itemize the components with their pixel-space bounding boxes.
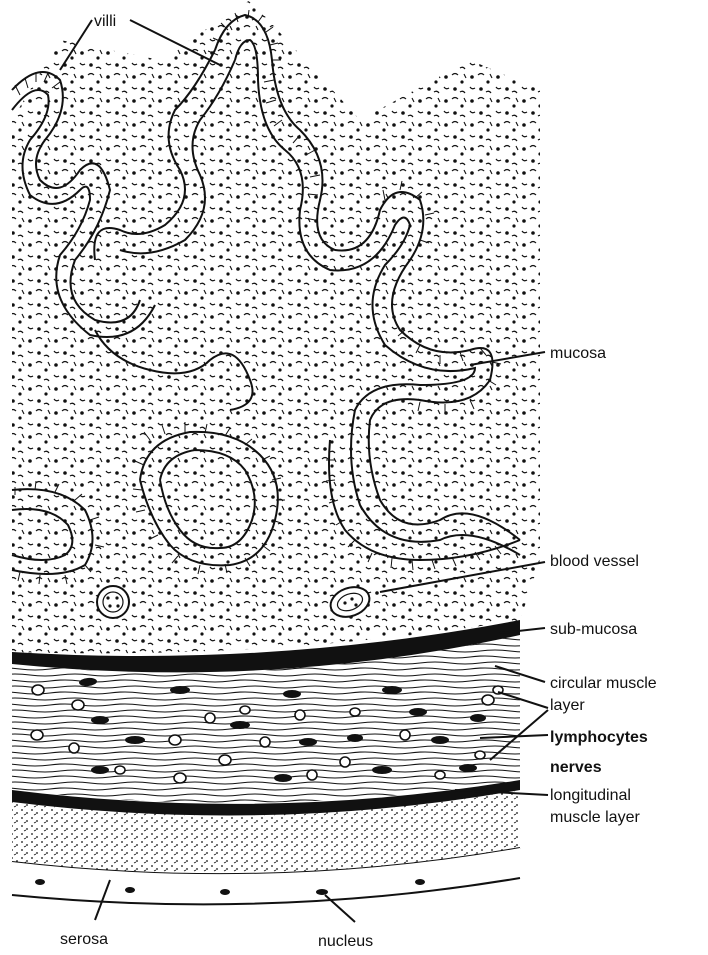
label-longitudinal-2: muscle layer — [550, 809, 640, 826]
mucosa-tissue — [12, 0, 540, 653]
label-mucosa: mucosa — [550, 345, 606, 362]
label-longitudinal-1: longitudinal — [550, 787, 631, 804]
label-nucleus: nucleus — [318, 933, 373, 950]
label-sub-mucosa: sub-mucosa — [550, 621, 637, 638]
label-blood-vessel: blood vessel — [550, 553, 639, 570]
label-villi: villi — [94, 13, 116, 30]
label-circular-muscle-2: layer — [550, 697, 585, 714]
label-serosa: serosa — [60, 931, 108, 948]
label-circular-muscle-1: circular muscle — [550, 675, 657, 692]
blood-vessel-left — [97, 586, 129, 618]
label-lymphocytes: lymphocytes — [550, 729, 648, 746]
label-nerves: nerves — [550, 759, 602, 776]
